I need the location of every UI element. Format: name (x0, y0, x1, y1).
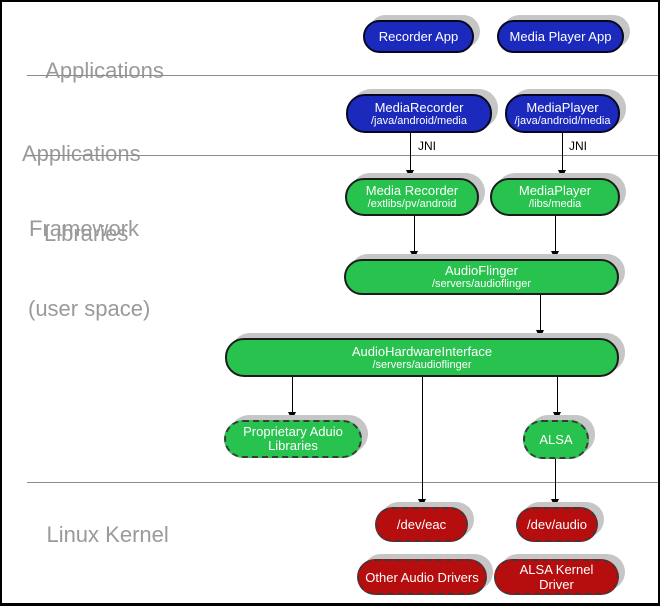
box-title: ALSA Kernel Driver (519, 562, 594, 592)
connector-mediarecorder-audioflinger (414, 216, 415, 259)
box-title: Media Player App (509, 29, 612, 44)
box-title: MediaRecorder (374, 99, 464, 115)
box-title: MediaPlayer (518, 183, 592, 198)
connector-alsa-dev-audio (555, 457, 556, 507)
connector-mediaplayer-audioflinger (555, 216, 556, 259)
box-title: ALSA (539, 432, 573, 447)
arrowhead-mediarecorder-audioflinger (410, 251, 418, 259)
layer-label-text: Libraries (44, 221, 129, 246)
layer-label-libraries: Libraries (user space) (22, 171, 150, 371)
divider-applications-framework (27, 75, 658, 76)
box-audioflinger: AudioFlinger /servers/audioflinger (344, 259, 619, 295)
box-mediaplayer-framework: MediaPlayer /java/android/media (505, 94, 620, 133)
box-other-audio-drivers: Other Audio Drivers (357, 559, 487, 595)
box-audio-hardware-interface: AudioHardwareInterface /servers/audiofli… (225, 338, 619, 377)
arrowhead-ahi-alsa (553, 412, 561, 420)
layer-label-text: Framework (29, 216, 140, 241)
jni-label-left: JNI (418, 139, 436, 153)
connector-ahi-alsa (557, 377, 558, 420)
box-alsa: ALSA (523, 420, 589, 459)
box-title: Proprietary Aduio Libraries (243, 424, 343, 453)
box-media-player-app: Media Player App (497, 20, 624, 53)
arrowhead-mediarecorder-jni (406, 170, 414, 178)
box-title: AudioFlinger (445, 263, 518, 278)
divider-framework-libraries (27, 155, 658, 156)
layer-label-text: Applications (22, 141, 141, 166)
box-alsa-kernel-driver: ALSA Kernel Driver (494, 559, 619, 595)
box-subtitle: /java/android/media (514, 114, 611, 127)
box-title: /dev/eac (396, 517, 447, 532)
layer-label-text: Applications (45, 58, 164, 83)
box-title: Other Audio Drivers (365, 569, 479, 585)
box-media-recorder-lib: Media Recorder /extlibs/pv/android (345, 178, 479, 216)
box-subtitle: /servers/audioflinger (431, 278, 532, 290)
box-dev-eac: /dev/eac (375, 507, 468, 542)
divider-libraries-kernel (27, 482, 658, 483)
arrowhead-ahi-proprietary (288, 412, 296, 420)
box-mediarecorder-framework: MediaRecorder /java/android/media (346, 94, 492, 133)
arrowhead-mediaplayer-jni (558, 170, 566, 178)
layer-label-text: Linux Kernel (46, 522, 169, 547)
box-recorder-app: Recorder App (363, 20, 474, 53)
box-title: Recorder App (378, 29, 459, 44)
box-dev-audio: /dev/audio (516, 507, 598, 542)
jni-label-right: JNI (569, 139, 587, 153)
box-subtitle: /java/android/media (370, 114, 467, 127)
arrowhead-ahi-dev-eac (418, 499, 426, 507)
box-title: /dev/audio (527, 517, 587, 532)
arrowhead-audioflinger-ahi (536, 330, 544, 338)
connector-mediarecorder-jni (410, 133, 411, 178)
box-title: AudioHardwareInterface (351, 343, 493, 359)
box-subtitle: /servers/audioflinger (372, 358, 472, 371)
layer-label-linux-kernel: Linux Kernel (22, 497, 169, 572)
box-title: MediaPlayer (526, 99, 599, 115)
box-subtitle: /libs/media (528, 198, 582, 210)
connector-audioflinger-ahi (540, 295, 541, 338)
layer-label-text: (user space) (28, 296, 151, 321)
box-subtitle: /extlibs/pv/android (367, 198, 457, 210)
box-proprietary-audio-libraries: Proprietary Aduio Libraries (224, 420, 362, 458)
connector-ahi-proprietary (292, 377, 293, 420)
connector-mediaplayer-jni (562, 133, 563, 178)
layer-label-applications: Applications (22, 33, 164, 108)
layer-label-applications-framework: Applications Framework (22, 91, 141, 291)
arrowhead-mediaplayer-audioflinger (551, 251, 559, 259)
box-title: Media Recorder (365, 183, 459, 198)
connector-ahi-dev-eac (422, 377, 423, 507)
box-mediaplayer-lib: MediaPlayer /libs/media (490, 178, 620, 216)
arrowhead-alsa-dev-audio (551, 499, 559, 507)
